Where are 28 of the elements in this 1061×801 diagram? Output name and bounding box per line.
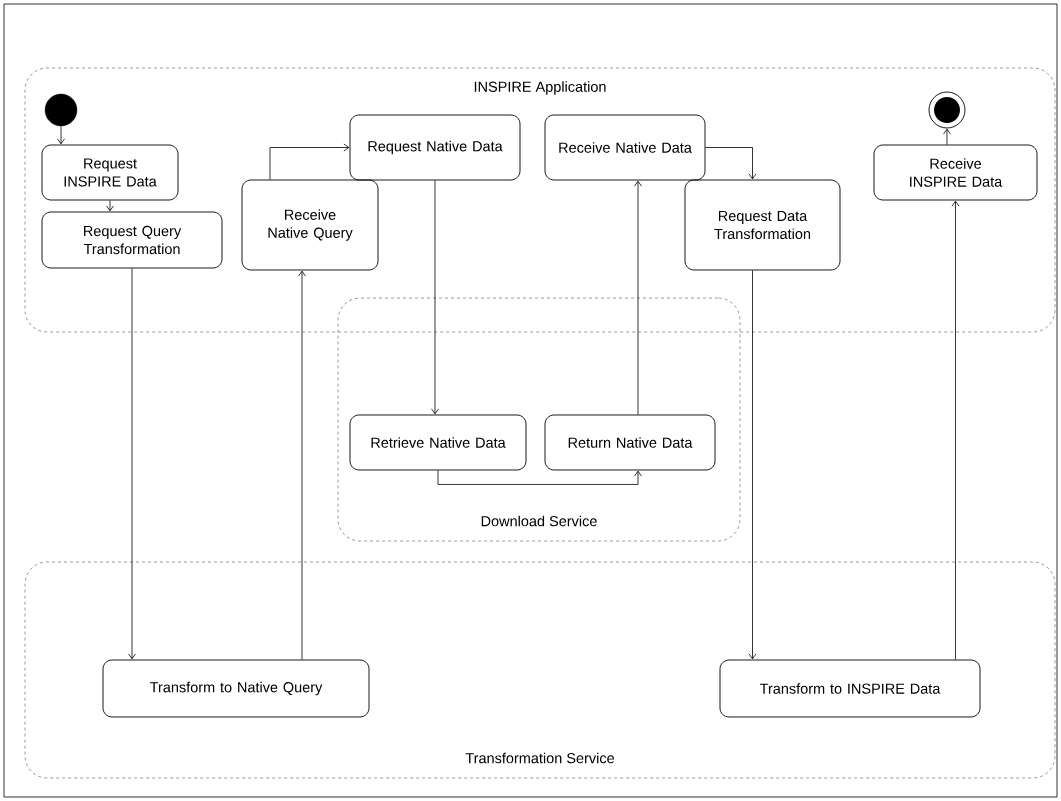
arrow: [106, 200, 114, 212]
action-box: Request Native Data: [349, 114, 521, 181]
action-box: Retrieve Native Data: [349, 414, 527, 471]
arrow: [57, 125, 65, 145]
action-box: Transform to INSPIRE Data: [719, 659, 981, 718]
arrow: [634, 180, 642, 415]
action-box: Return Native Data: [544, 414, 716, 471]
arrow: [431, 180, 439, 415]
action-box: Receive Native Query: [241, 179, 379, 271]
group-title: INSPIRE Application: [474, 81, 606, 95]
action-box: Request INSPIRE Data: [41, 144, 179, 201]
arrow: [705, 147, 757, 180]
arrow: [951, 200, 960, 660]
action-box: Receive INSPIRE Data: [873, 144, 1038, 201]
arrow: [298, 270, 306, 660]
action-box: Request Data Transformation: [684, 179, 841, 271]
arrow: [748, 270, 757, 660]
action-box: Transform to Native Query: [102, 659, 370, 718]
arrow: [943, 128, 951, 145]
arrow: [269, 143, 350, 180]
group-title: Download Service: [481, 515, 597, 527]
action-box: Request Query Transformation: [41, 211, 223, 269]
start-dot: [44, 93, 78, 127]
arrow: [437, 470, 642, 485]
action-box: Receive Native Data: [544, 114, 706, 181]
group-title: Transformation Service: [465, 752, 614, 764]
arrow: [128, 268, 136, 660]
end-bullseye: [928, 91, 966, 129]
